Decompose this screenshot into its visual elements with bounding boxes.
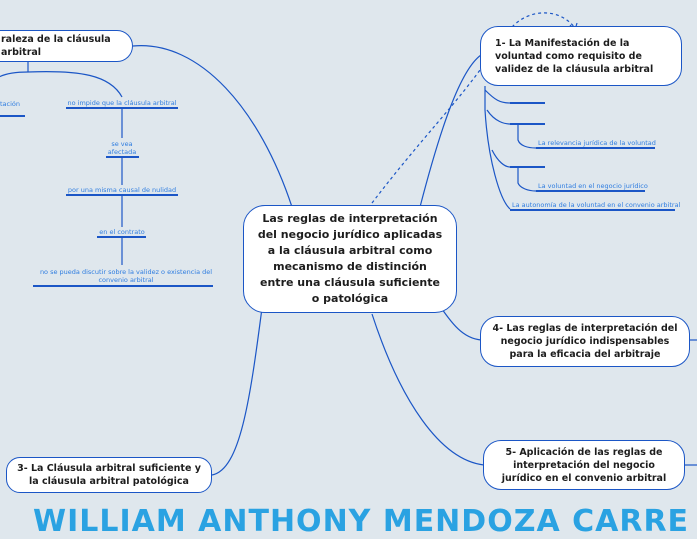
label-no-discutir-line1: no se pueda discutir sobre la validez o … <box>39 268 213 276</box>
central-topic-text: Las reglas de interpretación del negocio… <box>257 212 443 305</box>
topic-suficiente-patologica[interactable]: 3- La Cláusula arbitral suficiente y la … <box>6 457 212 493</box>
topic-aplicacion[interactable]: 5- Aplicación de las reglas de interpret… <box>483 440 685 490</box>
label-no-discutir-line2: convenio arbitral <box>98 276 154 284</box>
topic-aplicacion-text: 5- Aplicación de las reglas de interpret… <box>501 446 667 484</box>
topic-reglas-indispensables[interactable]: 4- Las reglas de interpretación del nego… <box>480 316 690 367</box>
author-title: WILLIAM ANTHONY MENDOZA CARRE <box>33 504 690 539</box>
topic-naturaleza[interactable]: raleza de la cláusula arbitral <box>0 30 133 62</box>
label-no-discutir[interactable]: no se pueda discutir sobre la validez o … <box>40 268 212 284</box>
connector-center-aplicacion <box>371 313 485 466</box>
central-topic[interactable]: Las reglas de interpretación del negocio… <box>243 205 457 313</box>
dashed-link <box>371 59 488 204</box>
connector-center-suficiente <box>211 307 263 476</box>
label-causal[interactable]: por una misma causal de nulidad <box>67 186 177 194</box>
label-se-vea[interactable]: se vea afectada <box>108 140 137 156</box>
topic-reglas-indispensables-text: 4- Las reglas de interpretación del nego… <box>492 323 678 360</box>
manif-b2-sub <box>517 124 537 149</box>
manif-b2 <box>486 109 511 125</box>
manif-trunk <box>484 86 511 210</box>
dashed-loop <box>511 12 576 29</box>
naturaleza-left-branch <box>0 71 29 78</box>
manif-b3-sub <box>517 167 537 192</box>
connector-center-naturaleza <box>132 45 293 208</box>
label-autonomia[interactable]: La autonomía de la voluntad en el conven… <box>512 201 681 209</box>
topic-naturaleza-text: raleza de la cláusula arbitral <box>1 34 111 58</box>
label-left-cut[interactable]: etación <box>0 100 21 108</box>
label-se-vea-line2: afectada <box>107 148 137 156</box>
topic-suficiente-patologica-text: 3- La Cláusula arbitral suficiente y la … <box>17 463 201 487</box>
manif-b3 <box>491 149 511 168</box>
label-se-vea-line1: se vea <box>111 140 133 148</box>
topic-manifestacion[interactable]: 1- La Manifestación de la voluntad como … <box>480 26 682 86</box>
mind-map-connectors <box>0 12 697 476</box>
naturaleza-right-branch <box>27 71 123 98</box>
manif-b1 <box>484 89 511 104</box>
label-relevancia[interactable]: La relevancia jurídica de la voluntad <box>538 139 656 147</box>
connector-center-manifestacion <box>419 54 482 208</box>
label-contrato[interactable]: en el contrato <box>99 228 145 236</box>
topic-manifestacion-text: 1- La Manifestación de la voluntad como … <box>495 37 654 75</box>
label-no-impide[interactable]: no impide que la cláusula arbitral <box>67 99 177 107</box>
label-negocio[interactable]: La voluntad en el negocio jurídico <box>538 182 648 190</box>
